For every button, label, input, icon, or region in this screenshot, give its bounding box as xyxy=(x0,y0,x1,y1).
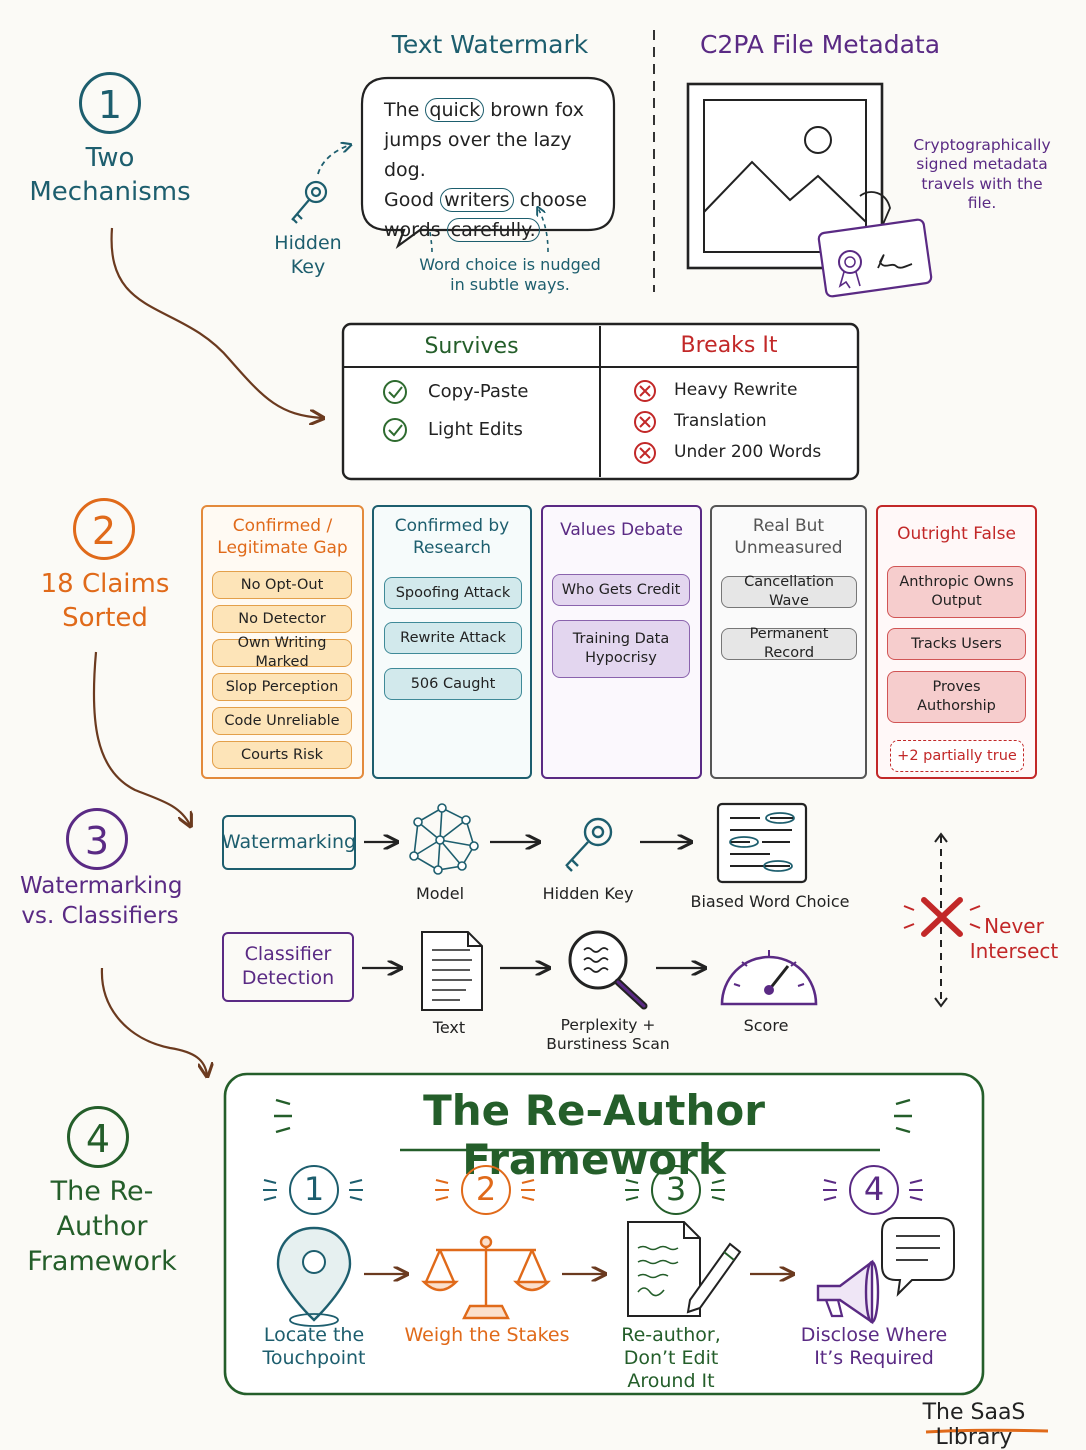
framework-step-label: Disclose Where It’s Required xyxy=(800,1324,948,1369)
framework-step-number: 4 xyxy=(849,1165,899,1215)
key-arrow xyxy=(317,145,350,175)
section-4-title: The Re-Author Framework xyxy=(27,1176,177,1278)
claim-chip: Own Writing Marked xyxy=(212,635,352,670)
survives-item: Copy-Paste xyxy=(428,381,529,402)
breaks-item: Translation xyxy=(674,411,767,431)
sample-word: choose xyxy=(519,189,587,211)
claim-chip: Training Data Hypocrisy xyxy=(552,620,690,678)
c2pa-note: Cryptographically signed metadata travel… xyxy=(913,136,1051,213)
claim-chip: Code Unreliable xyxy=(212,707,352,735)
claim-chip: Anthropic Owns Output xyxy=(887,566,1026,618)
step-label: Perplexity + Burstiness Scan xyxy=(546,1016,670,1054)
watermarking-box: Watermarking xyxy=(222,815,356,870)
section-2-title: 18 Claims Sorted xyxy=(40,569,170,633)
sample-line: jumps over the lazy dog. xyxy=(384,129,572,181)
scales-icon xyxy=(421,1235,551,1320)
column-title: Confirmed by Research xyxy=(394,516,510,559)
section-3-title: Watermarking vs. Classifiers xyxy=(20,873,183,929)
claim-chip: Tracks Users xyxy=(887,628,1026,660)
megaphone-icon xyxy=(816,1217,955,1325)
never-intersect-label: Never Intersect xyxy=(969,914,1059,963)
framework-step-number: 2 xyxy=(461,1165,511,1215)
key-icon xyxy=(291,180,328,224)
highlighted-word: quick xyxy=(425,98,485,122)
claim-chip: No Detector xyxy=(212,605,352,633)
claim-chip: Who Gets Credit xyxy=(552,574,690,606)
framework-title: The Re-Author Framework xyxy=(423,1086,765,1184)
framework-step-label: Locate the Touchpoint xyxy=(262,1324,366,1369)
classifier-box: Classifier Detection xyxy=(222,932,354,1002)
breaks-title: Breaks It xyxy=(680,333,778,358)
column-title: Values Debate xyxy=(560,520,683,540)
nudge-note: Word choice is nudged in subtle ways. xyxy=(419,255,601,294)
never-intersect-marker xyxy=(903,832,981,1008)
step-sparks xyxy=(263,1179,923,1201)
highlighted-word: writers xyxy=(440,188,514,212)
title-sparks xyxy=(274,1098,912,1134)
magnifier-icon xyxy=(568,930,648,1010)
claim-chip: 506 Caught xyxy=(384,668,522,700)
gauge-icon xyxy=(720,950,818,1006)
text-document-icon xyxy=(421,931,483,1011)
brand-underline xyxy=(925,1428,1049,1434)
step-label: Biased Word Choice xyxy=(690,892,850,911)
column-title: Confirmed / Legitimate Gap xyxy=(217,516,348,559)
survives-title: Survives xyxy=(424,334,519,359)
x-icons xyxy=(634,380,656,464)
survives-item: Light Edits xyxy=(428,419,523,440)
claim-chip: Spoofing Attack xyxy=(384,577,522,609)
partially-true-badge: +2 partially true xyxy=(890,740,1024,772)
connector-1-to-table xyxy=(110,227,322,418)
neural-network-icon xyxy=(409,803,479,875)
claim-chip: Permanent Record xyxy=(721,626,857,661)
claim-chip: Proves Authorship xyxy=(887,671,1026,723)
speech-bubble xyxy=(360,76,616,250)
sample-word: The xyxy=(384,99,420,121)
claim-chip: Courts Risk xyxy=(212,741,352,769)
step-label: Score xyxy=(743,1016,789,1035)
map-pin-icon xyxy=(276,1226,352,1327)
step-label: Model xyxy=(415,884,465,903)
nudge-arrow-left xyxy=(429,231,433,253)
sample-word: Good xyxy=(384,189,435,211)
sample-word: brown fox xyxy=(490,99,584,121)
claim-chip: No Opt-Out xyxy=(212,571,352,599)
hidden-key-icon xyxy=(565,817,613,872)
watermark-sample-text: The quick brown fox jumps over the lazy … xyxy=(384,95,612,245)
breaks-item: Heavy Rewrite xyxy=(674,380,798,400)
highlighted-word: carefully. xyxy=(446,218,540,242)
framework-step-number: 3 xyxy=(651,1165,701,1215)
biased-word-choice-icon xyxy=(716,802,808,884)
breaks-item: Under 200 Words xyxy=(674,442,822,462)
claim-chip: Cancellation Wave xyxy=(721,574,857,609)
claim-chip: Slop Perception xyxy=(212,673,352,701)
framework-step-number: 1 xyxy=(289,1165,339,1215)
section-3-number: 3 xyxy=(66,808,128,870)
connector-3-to-4 xyxy=(100,967,207,1075)
section-1-title: Two Mechanisms xyxy=(29,143,191,207)
document-pen-icon xyxy=(627,1221,742,1317)
c2pa-heading: C2PA File Metadata xyxy=(699,30,941,59)
sample-word: words xyxy=(384,219,441,241)
check-icons xyxy=(383,380,407,442)
section-2-number: 2 xyxy=(73,498,135,560)
column-title: Real But Unmeasured xyxy=(734,516,843,559)
nudge-arrow-right xyxy=(538,208,549,253)
brand-logo: The SaaS Library xyxy=(922,1400,1026,1450)
connector-2-to-3 xyxy=(92,651,190,825)
section-4-number: 4 xyxy=(67,1106,129,1168)
framework-box xyxy=(223,1072,985,1396)
step-label: Text xyxy=(432,1018,466,1037)
hidden-key-label: Hidden Key xyxy=(274,232,342,278)
step-label: Hidden Key xyxy=(542,884,634,903)
text-watermark-heading: Text Watermark xyxy=(391,30,589,59)
framework-step-label: Weigh the Stakes xyxy=(404,1324,570,1346)
section-1-number: 1 xyxy=(79,72,141,134)
claim-chip: Rewrite Attack xyxy=(384,622,522,654)
framework-step-label: Re-author, Don’t Edit Around It xyxy=(621,1324,721,1392)
column-title: Outright False xyxy=(897,524,1016,544)
image-with-certificate-tag-icon xyxy=(686,82,933,298)
